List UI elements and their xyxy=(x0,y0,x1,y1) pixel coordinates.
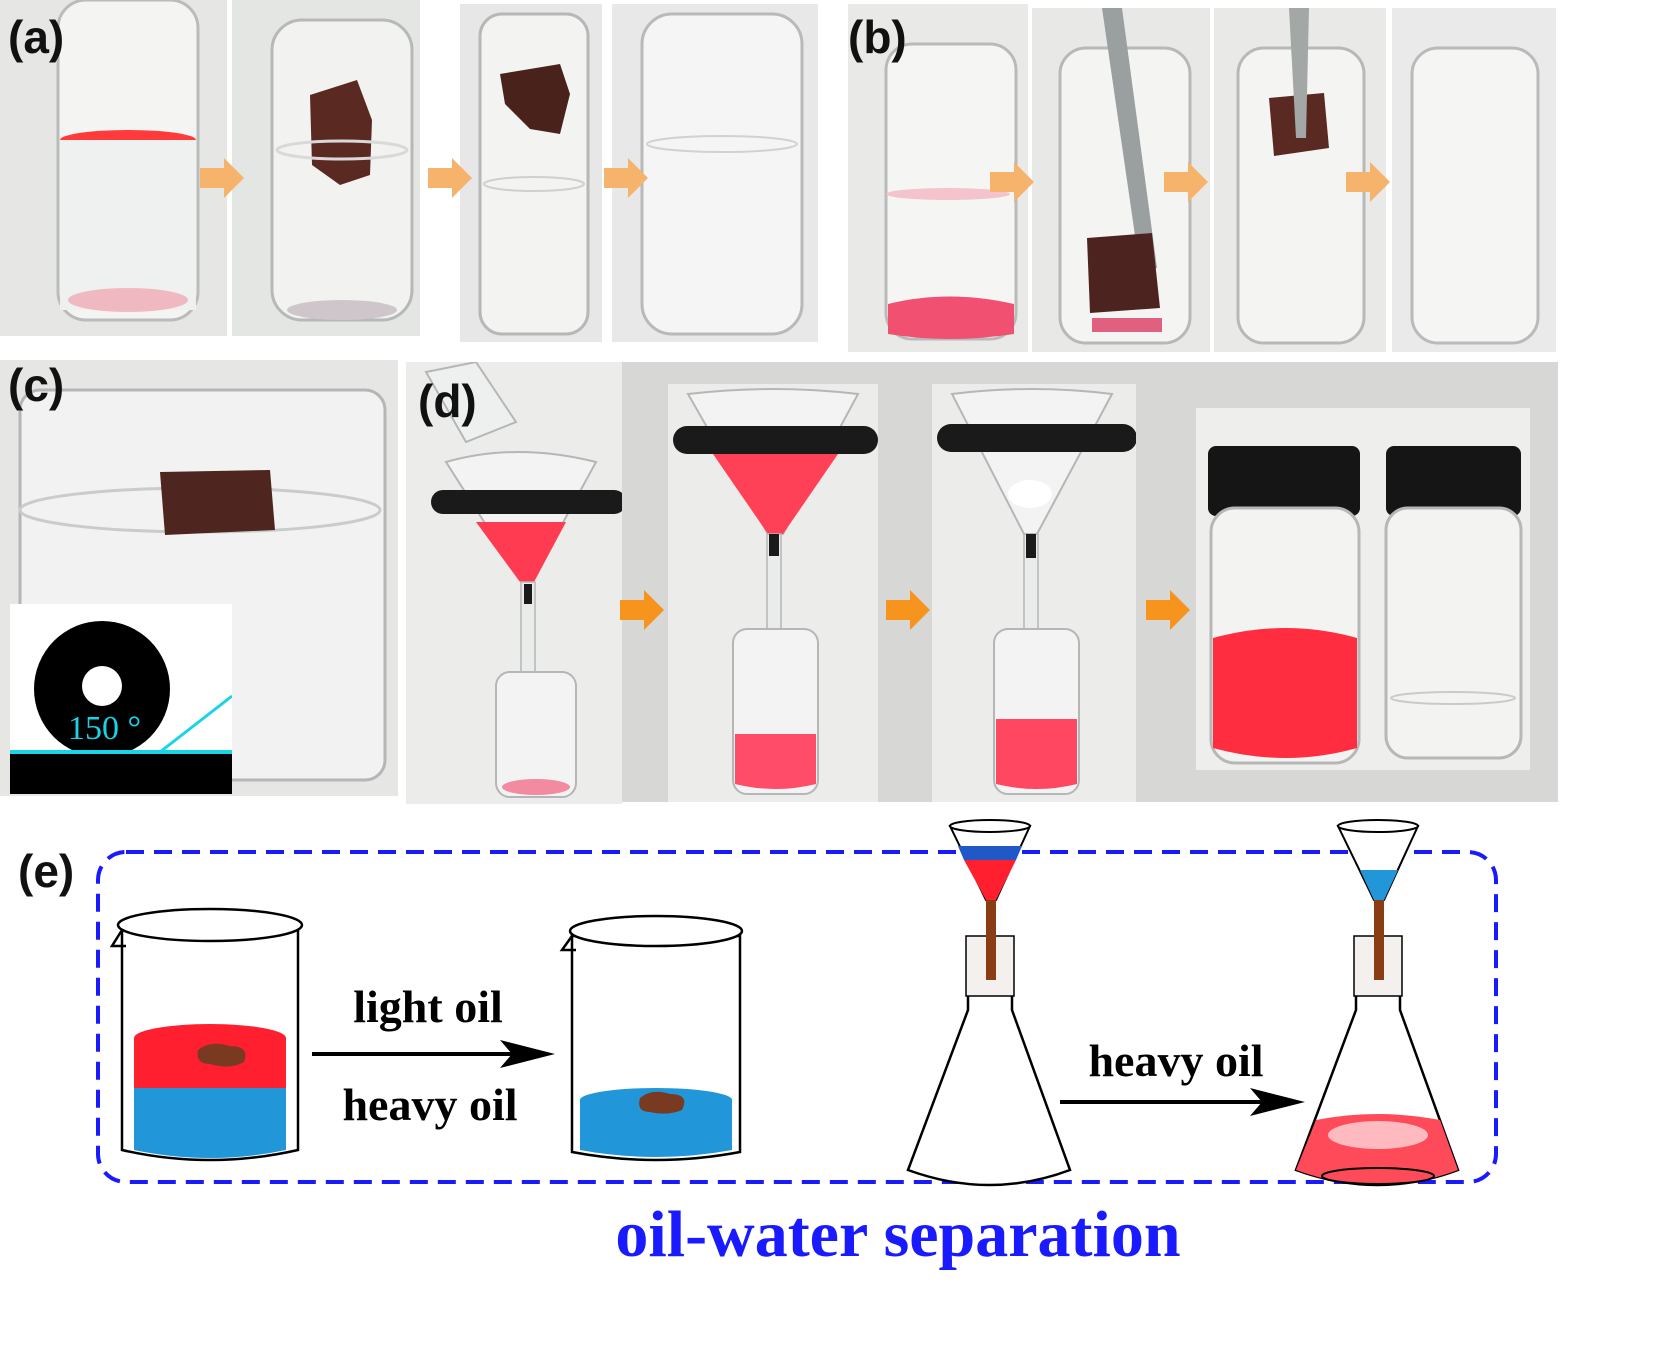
arrow-icon xyxy=(620,590,664,630)
arrow-icon xyxy=(200,158,244,198)
beaker-before-icon xyxy=(109,907,304,1162)
arrow2-top-label: heavy oil xyxy=(1088,1035,1263,1086)
photo-d3-filtered xyxy=(932,384,1136,802)
arrow-icon xyxy=(886,590,930,630)
panel-label-e: (e) xyxy=(18,845,75,897)
scheme-caption: oil-water separation xyxy=(615,1198,1180,1271)
photo-a4-clean-vial xyxy=(612,4,818,342)
arrow-icon xyxy=(1346,162,1390,202)
photo-a3-sponge-lifted xyxy=(460,4,602,342)
arrow1-top-label: light oil xyxy=(353,981,503,1032)
flask-after-icon xyxy=(1294,819,1460,1187)
arrow-icon xyxy=(1146,590,1190,630)
arrow-icon xyxy=(990,162,1034,202)
panel-label-a: (a) xyxy=(8,11,65,63)
dashed-border xyxy=(96,850,1498,1184)
photo-d2-filtering xyxy=(668,384,878,802)
arrow1-bottom-label: heavy oil xyxy=(342,1079,517,1130)
arrow-light-heavy-oil xyxy=(312,1040,555,1068)
photo-a2-sponge-in-vial xyxy=(232,0,420,336)
photo-b4-clean-vial xyxy=(1392,8,1556,352)
panel-label-d: (d) xyxy=(418,375,477,427)
panel-label-c: (c) xyxy=(8,359,65,411)
flask-before-icon xyxy=(906,819,1072,1187)
panel-label-b: (b) xyxy=(848,11,907,63)
photo-d1-pouring xyxy=(406,362,622,804)
beaker-after-icon xyxy=(559,914,744,1162)
photo-a1-vial-red-layer xyxy=(0,0,227,336)
arrow-icon xyxy=(604,158,648,198)
contact-angle-value: 150 ° xyxy=(68,710,142,747)
contact-angle-inset: 150 ° xyxy=(10,604,232,794)
arrow-icon xyxy=(428,158,472,198)
arrow-icon xyxy=(1164,162,1208,202)
photo-b2-tweezers-sponge xyxy=(1032,8,1210,352)
photo-d4-two-bottles xyxy=(1196,408,1530,770)
arrow-heavy-oil xyxy=(1060,1088,1305,1116)
